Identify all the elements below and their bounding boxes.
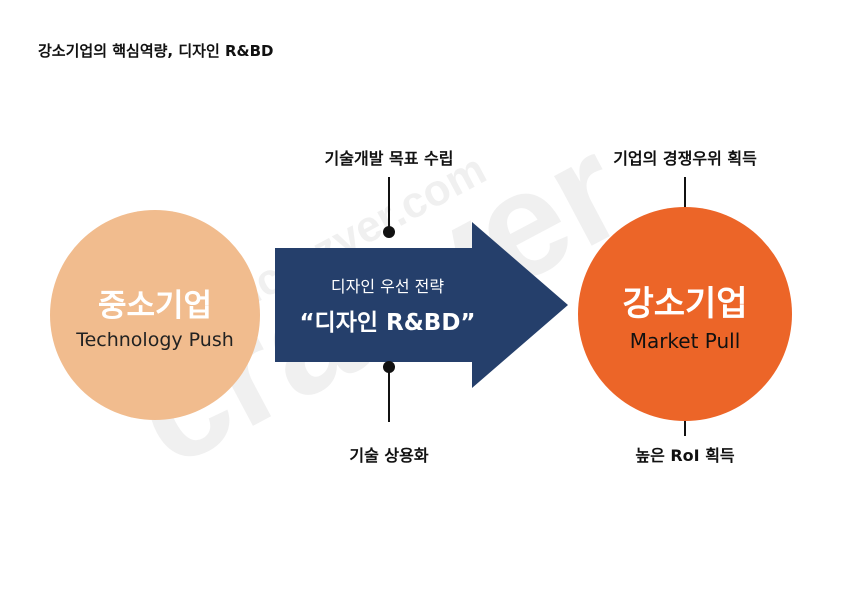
arrow-label-rbd: “디자인 R&BD” xyxy=(299,310,476,336)
circle-sme-subtitle: Technology Push xyxy=(76,328,234,351)
circle-sme: 중소기업 Technology Push xyxy=(50,210,260,420)
label-arrow-top: 기술개발 목표 수립 xyxy=(324,149,454,168)
label-right-bottom: 높은 RoI 획득 xyxy=(635,446,735,465)
circle-strong-sme-title: 강소기업 xyxy=(622,283,748,324)
circle-sme-title: 중소기업 xyxy=(97,287,213,324)
label-right-top: 기업의 경쟁우위 획득 xyxy=(613,149,757,168)
label-arrow-bottom: 기술 상용화 xyxy=(349,446,429,465)
strategy-arrow xyxy=(275,222,568,388)
dot-arrow-top xyxy=(383,226,395,238)
arrow-label-strategy: 디자인 우선 전략 xyxy=(330,277,445,296)
circle-strong-sme-subtitle: Market Pull xyxy=(629,328,741,353)
dot-arrow-bottom xyxy=(383,361,395,373)
page-title: 강소기업의 핵심역량, 디자인 R&BD xyxy=(38,42,274,60)
circle-strong-sme: 강소기업 Market Pull xyxy=(578,207,792,421)
